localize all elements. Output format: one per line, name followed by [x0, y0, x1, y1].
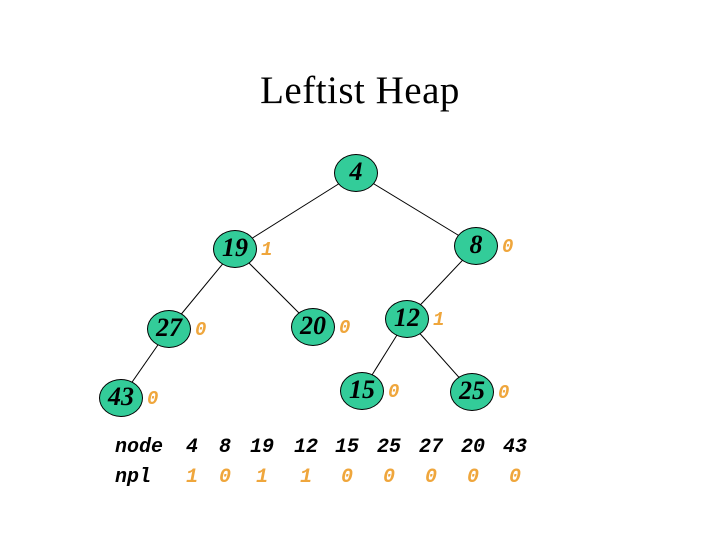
npl-row-value-1: 0 — [218, 466, 232, 489]
npl-row-value-3: 1 — [299, 466, 313, 489]
node-npl-label-15: 0 — [388, 381, 400, 403]
tree-node-12: 12 — [385, 300, 429, 338]
node-npl-label-27: 0 — [195, 319, 207, 341]
node-npl-label-20: 0 — [339, 317, 351, 339]
node-npl-label-19: 1 — [261, 239, 273, 261]
slide-title: Leftist Heap — [260, 69, 460, 112]
node-npl-label-43: 0 — [147, 388, 159, 410]
npl-row-value-7: 0 — [466, 466, 480, 489]
tree-node-20: 20 — [291, 308, 335, 346]
node-value: 20 — [300, 311, 326, 340]
node-value: 43 — [108, 382, 134, 411]
node-value: 25 — [459, 376, 485, 405]
node-row-value-3: 12 — [293, 436, 319, 459]
node-value: 12 — [394, 303, 420, 332]
node-row-value-2: 19 — [249, 436, 275, 459]
node-row-value-5: 25 — [376, 436, 402, 459]
node-row-value-1: 8 — [218, 436, 232, 459]
npl-row-value-5: 0 — [382, 466, 396, 489]
node-value: 15 — [349, 375, 375, 404]
tree-node-25: 25 — [450, 373, 494, 411]
node-npl-label-8: 0 — [502, 236, 514, 258]
node-row-value-0: 4 — [185, 436, 199, 459]
edge-4-8 — [355, 172, 477, 247]
edge-4-19 — [234, 172, 357, 250]
node-row-value-8: 43 — [502, 436, 528, 459]
node-value: 4 — [349, 157, 363, 186]
node-row-value-7: 20 — [460, 436, 486, 459]
npl-row-value-6: 0 — [424, 466, 438, 489]
npl-row-value-4: 0 — [340, 466, 354, 489]
node-value: 19 — [222, 233, 248, 262]
node-npl-label-25: 0 — [498, 382, 510, 404]
node-npl-label-12: 1 — [433, 309, 445, 331]
npl-row-value-2: 1 — [255, 466, 269, 489]
tree-node-15: 15 — [340, 372, 384, 410]
tree-node-8: 8 — [454, 227, 498, 265]
node-value: 27 — [156, 313, 182, 342]
node-row-label: node — [115, 436, 164, 459]
npl-row-label: npl — [115, 466, 152, 489]
tree-node-4: 4 — [334, 154, 378, 192]
node-row-value-4: 15 — [334, 436, 360, 459]
tree-node-27: 27 — [147, 310, 191, 348]
npl-row-value-8: 0 — [508, 466, 522, 489]
tree-node-19: 19 — [213, 230, 257, 268]
npl-row-value-0: 1 — [185, 466, 199, 489]
node-value: 8 — [469, 230, 483, 259]
tree-node-43: 43 — [99, 379, 143, 417]
node-row-value-6: 27 — [418, 436, 444, 459]
